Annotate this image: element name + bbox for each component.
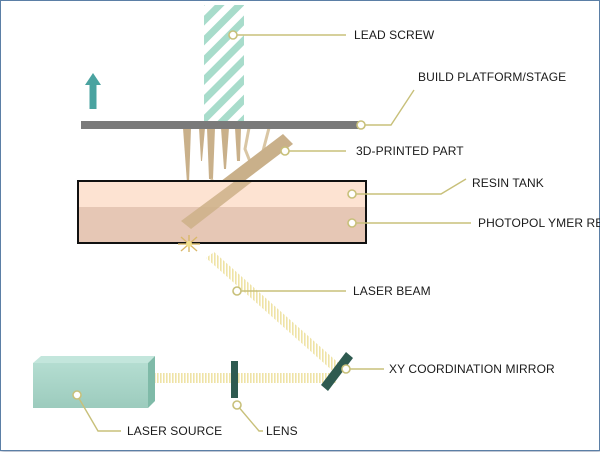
label-laser-beam: LASER BEAM <box>353 284 431 298</box>
label-xy-mirror: XY COORDINATION MIRROR <box>389 362 555 376</box>
lead-screw <box>204 5 244 123</box>
label-printed-part: 3D-PRINTED PART <box>356 144 464 158</box>
build-platform <box>81 121 363 129</box>
label-lens: LENS <box>266 424 298 438</box>
lens <box>231 361 238 398</box>
leader-dots <box>72 30 366 410</box>
label-resin-tank: RESIN TANK <box>472 176 544 190</box>
laser-focus-burst <box>178 235 200 252</box>
resin-tank <box>77 180 367 244</box>
laser-source <box>33 356 155 408</box>
laser-beam <box>149 252 343 383</box>
label-lead-screw: LEAD SCREW <box>354 28 435 42</box>
label-photopolymer-resin: PHOTOPOL YMER RESIN <box>478 216 600 230</box>
xy-mirror <box>321 352 353 391</box>
leader-lines <box>76 34 471 432</box>
up-arrow-icon <box>85 73 101 109</box>
label-laser-source: LASER SOURCE <box>127 424 222 438</box>
label-build-platform: BUILD PLATFORM/STAGE <box>418 70 566 84</box>
